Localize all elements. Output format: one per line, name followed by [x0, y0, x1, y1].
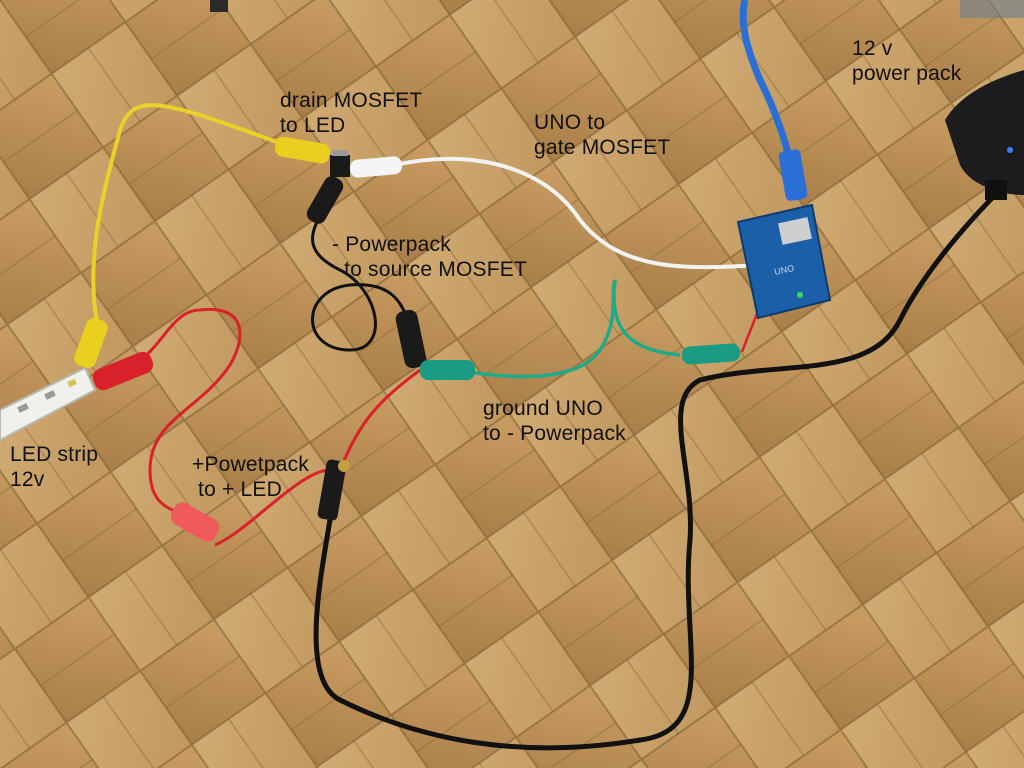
label-uno-gate: UNO to gate MOSFET — [534, 111, 671, 159]
red-clip-led — [92, 351, 154, 391]
mosfet — [330, 150, 350, 177]
red-wire-led — [129, 307, 242, 522]
usb-plug — [778, 149, 808, 201]
green-clip-minus — [420, 360, 475, 380]
power-pack — [945, 70, 1024, 200]
label-ground-uno: ground UNO to - Powerpack — [483, 397, 626, 445]
label-power-pack: 12 v power pack — [852, 37, 962, 85]
stray-object-right — [960, 0, 1024, 18]
stray-object — [210, 0, 228, 12]
label-source-mosfet: - Powerpack to source MOSFET — [332, 233, 527, 281]
white-wire — [394, 156, 761, 270]
yellow-clip-led — [74, 317, 108, 369]
red-clip-plus — [170, 502, 220, 542]
red-wire-plus — [214, 368, 421, 547]
green-wire — [469, 279, 681, 379]
black-wire-source — [311, 199, 410, 352]
yellow-clip-drain — [274, 136, 331, 164]
white-clip-gate — [349, 156, 403, 178]
arduino-uno: UNO — [736, 203, 832, 320]
led-strip — [0, 366, 97, 442]
dc-barrel-connector — [317, 459, 347, 521]
power-cable — [313, 188, 1002, 751]
green-clip-uno — [681, 343, 741, 365]
label-led-strip: LED strip 12v — [10, 443, 99, 491]
yellow-wire — [91, 103, 301, 336]
label-plus-power: +Powetpack to + LED — [192, 453, 309, 501]
svg-text:UNO: UNO — [773, 263, 795, 277]
label-drain-mosfet: drain MOSFET to LED — [280, 89, 423, 137]
black-clip-minus — [395, 309, 427, 369]
black-clip-source — [306, 176, 344, 224]
